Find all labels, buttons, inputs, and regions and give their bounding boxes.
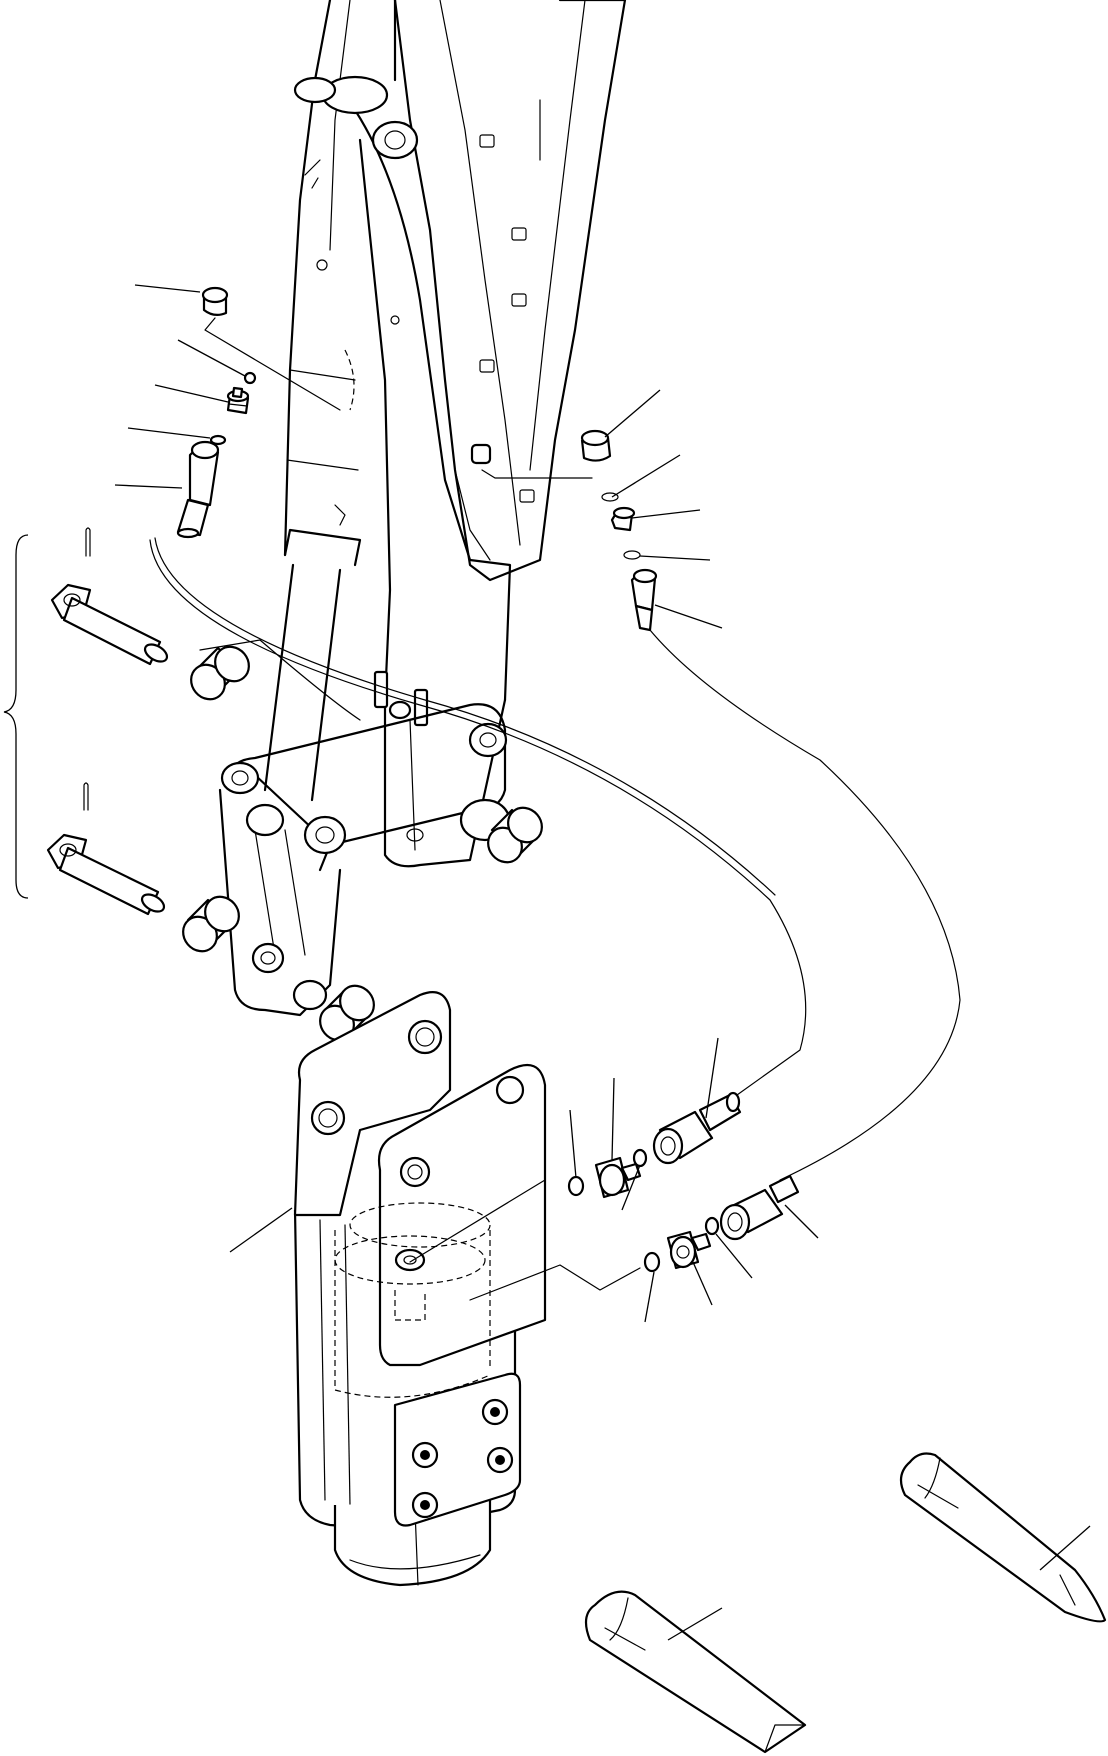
- hose-left: [149, 539, 807, 1101]
- chisel-flat: [584, 1590, 807, 1754]
- hydraulic-hammer: [293, 991, 547, 1587]
- quick-coupler-left: [226, 386, 250, 415]
- bushings: [182, 645, 543, 1042]
- leader-hammer: [229, 1207, 293, 1253]
- hose-end-lower-1: [652, 1091, 742, 1165]
- hose-end-right: [630, 568, 658, 632]
- hose-end-lower-2: [719, 1174, 800, 1241]
- hose-left-inner: [154, 537, 776, 896]
- cotter-pin-upper: [85, 527, 91, 557]
- right-hose-fitting-stack: [481, 429, 658, 632]
- leader-o-ring-left-2: [127, 427, 211, 439]
- chisel-moil-point: [899, 1452, 1107, 1623]
- o-ring-lower-4: [704, 1216, 720, 1236]
- bushing-lower-left: [182, 895, 240, 953]
- lower-fitting-stack: [409, 1091, 800, 1301]
- leader-adapter-lower-2: [692, 1261, 713, 1306]
- pin-upper: [50, 583, 169, 666]
- leader-o-ring-lower-3: [644, 1271, 655, 1323]
- leader-dust-cap-left: [134, 284, 201, 293]
- leader-dust-cap-right: [604, 389, 661, 438]
- leader-hose-end-right: [654, 604, 723, 629]
- left-hose-fitting-stack: [176, 286, 341, 539]
- leader-o-ring-right-2: [639, 555, 711, 561]
- bushing-upper-left: [190, 645, 250, 701]
- hose-end-left: [176, 440, 220, 539]
- o-ring-left-2: [209, 434, 227, 446]
- adapter-lower-2: [666, 1230, 712, 1270]
- adapter-lower-1: [594, 1156, 642, 1199]
- hydraulic-hoses: [149, 537, 961, 1181]
- leader-o-ring-lower-4: [715, 1233, 753, 1279]
- leader-hose-end-lower-1: [705, 1037, 719, 1119]
- leader-o-ring-right-1: [611, 454, 681, 498]
- leader-o-ring-lower-2: [621, 1164, 641, 1211]
- leader-o-ring-left-1: [177, 339, 246, 377]
- boom-arm: [263, 0, 627, 868]
- o-ring-lower-1: [567, 1175, 585, 1197]
- leader-adapter-lower-1: [611, 1077, 615, 1161]
- linkage-bracket: [218, 700, 511, 1017]
- o-ring-right-2: [623, 550, 641, 560]
- cotter-pin-lower: [83, 782, 89, 811]
- leader-hose-end-lower-2: [784, 1204, 819, 1239]
- leader-coupler-left: [154, 384, 229, 403]
- leader-o-ring-lower-1: [569, 1109, 577, 1179]
- o-ring-lower-2: [632, 1148, 648, 1168]
- bushing-center: [487, 806, 543, 864]
- group-brace: [3, 534, 29, 899]
- o-ring-lower-3: [643, 1251, 661, 1273]
- chisel-tools: [584, 1452, 1107, 1754]
- dust-cap-left: [201, 286, 229, 317]
- dust-cap-right: [580, 429, 612, 462]
- leader-chisel-point: [1039, 1525, 1091, 1571]
- pin-lower: [46, 833, 166, 916]
- quick-coupler-right: [610, 506, 636, 532]
- pin-kit: [3, 527, 169, 916]
- callout-leaders: [114, 284, 1091, 1641]
- leader-hose-end-left: [114, 484, 183, 489]
- plate-bolts: [411, 1398, 514, 1519]
- o-ring-right-1: [601, 492, 619, 502]
- leader-chisel-flat: [667, 1607, 723, 1641]
- leader-coupler-right: [631, 509, 701, 519]
- hose-right: [649, 629, 961, 1181]
- o-ring-left-1: [243, 371, 257, 385]
